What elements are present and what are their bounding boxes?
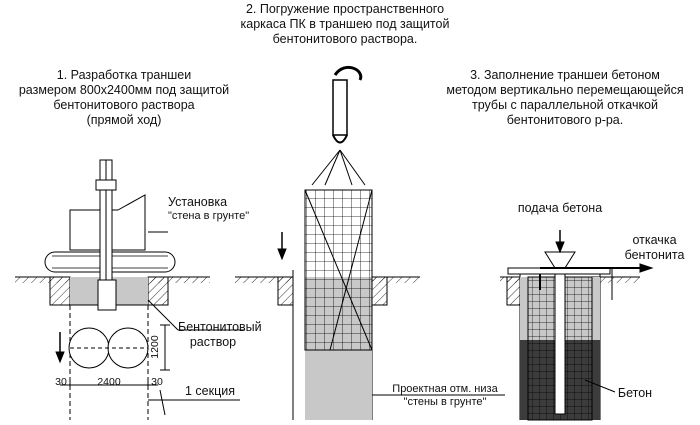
step1-title: 1. Разработка траншеи размером 800х2400м… [0, 68, 248, 128]
bentonite-label-line: Бентонитовый [178, 320, 262, 334]
bentonite-label: Бентонитовый раствор [178, 320, 262, 350]
step1-title-line: бентонитового раствора [53, 98, 195, 112]
concrete-feed-label: подача бетона [517, 201, 603, 215]
step1-title-line: (прямой ход) [86, 113, 162, 127]
dim-gap-right: 30 [151, 376, 163, 388]
pumping-label-line: бентонита [624, 248, 685, 262]
step2-diagram [235, 65, 505, 420]
step3-title-line: методом вертикально перемещающейся [446, 83, 684, 97]
step3-title-line: 3. Заполнение траншеи бетоном [470, 68, 660, 82]
concrete-label: Бетон [617, 386, 653, 400]
step3-title-line: трубы с параллельной откачкой [471, 98, 658, 112]
guide-wall-left [49, 276, 71, 306]
design-mark-line: Проектная отм. низа [392, 383, 498, 395]
step2-title-line: бентонитового раствора. [272, 32, 418, 46]
guide-wall-right [147, 276, 169, 306]
step3-title: 3. Заполнение траншеи бетоном методом ве… [430, 68, 700, 128]
grab-circle-left [68, 327, 110, 369]
step2-title: 2. Погружение пространственного каркаса … [215, 2, 475, 47]
pumping-label-line: откачка [632, 233, 677, 247]
rig-label-line: Установка [168, 195, 228, 209]
step1-diagram [15, 159, 245, 420]
dim-gap-left: 30 [55, 376, 67, 388]
step2-title-line: 2. Погружение пространственного [245, 2, 445, 16]
design-mark-label: Проектная отм. низа "стены в грунте" [385, 383, 505, 409]
step2-title-line: каркаса ПК в траншею под защитой [240, 17, 450, 31]
crane-hook [332, 79, 348, 136]
step3-title-line: бентонитового р-ра. [506, 113, 624, 127]
tremie-pipe [554, 273, 566, 415]
design-mark-line: "стены в грунте" [403, 396, 487, 408]
dim-depth: 1200 [149, 335, 161, 359]
pumping-label: откачка бентонита [612, 233, 697, 263]
step1-title-line: размером 800х2400мм под защитой [18, 83, 230, 97]
dim-width: 2400 [97, 376, 121, 388]
rig-label: Установка "стена в грунте" [168, 195, 249, 223]
step1-title-line: 1. Разработка траншеи [56, 68, 192, 82]
section-label: 1 секция [184, 384, 235, 398]
rig-label-line: "стена в грунте" [168, 210, 250, 222]
bentonite-label-line: раствор [189, 335, 237, 349]
step3-diagram [500, 230, 654, 421]
concrete-hopper [544, 251, 576, 269]
